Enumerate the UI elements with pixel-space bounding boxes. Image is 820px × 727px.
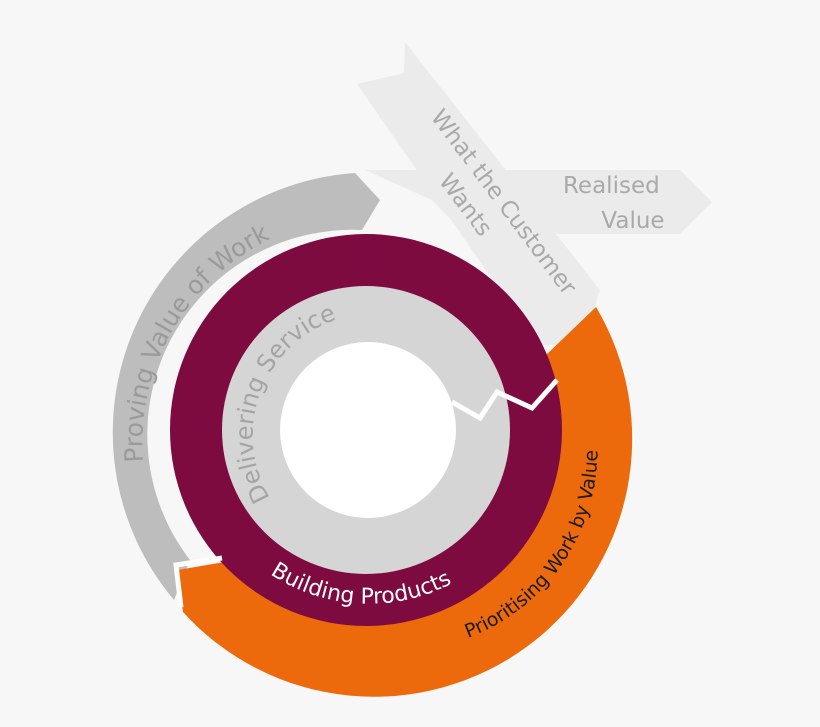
realised-value-arrow — [365, 170, 712, 234]
outer-zigzag — [173, 555, 223, 608]
svg-text:Realised Value: Realised Value — [563, 173, 667, 234]
realised-value-label-line2: Value — [601, 208, 664, 234]
inner-zigzag — [450, 378, 559, 422]
proving-value-ring — [112, 173, 380, 600]
realised-value-label-line1: Realised — [563, 173, 660, 199]
center-circle — [280, 342, 456, 518]
